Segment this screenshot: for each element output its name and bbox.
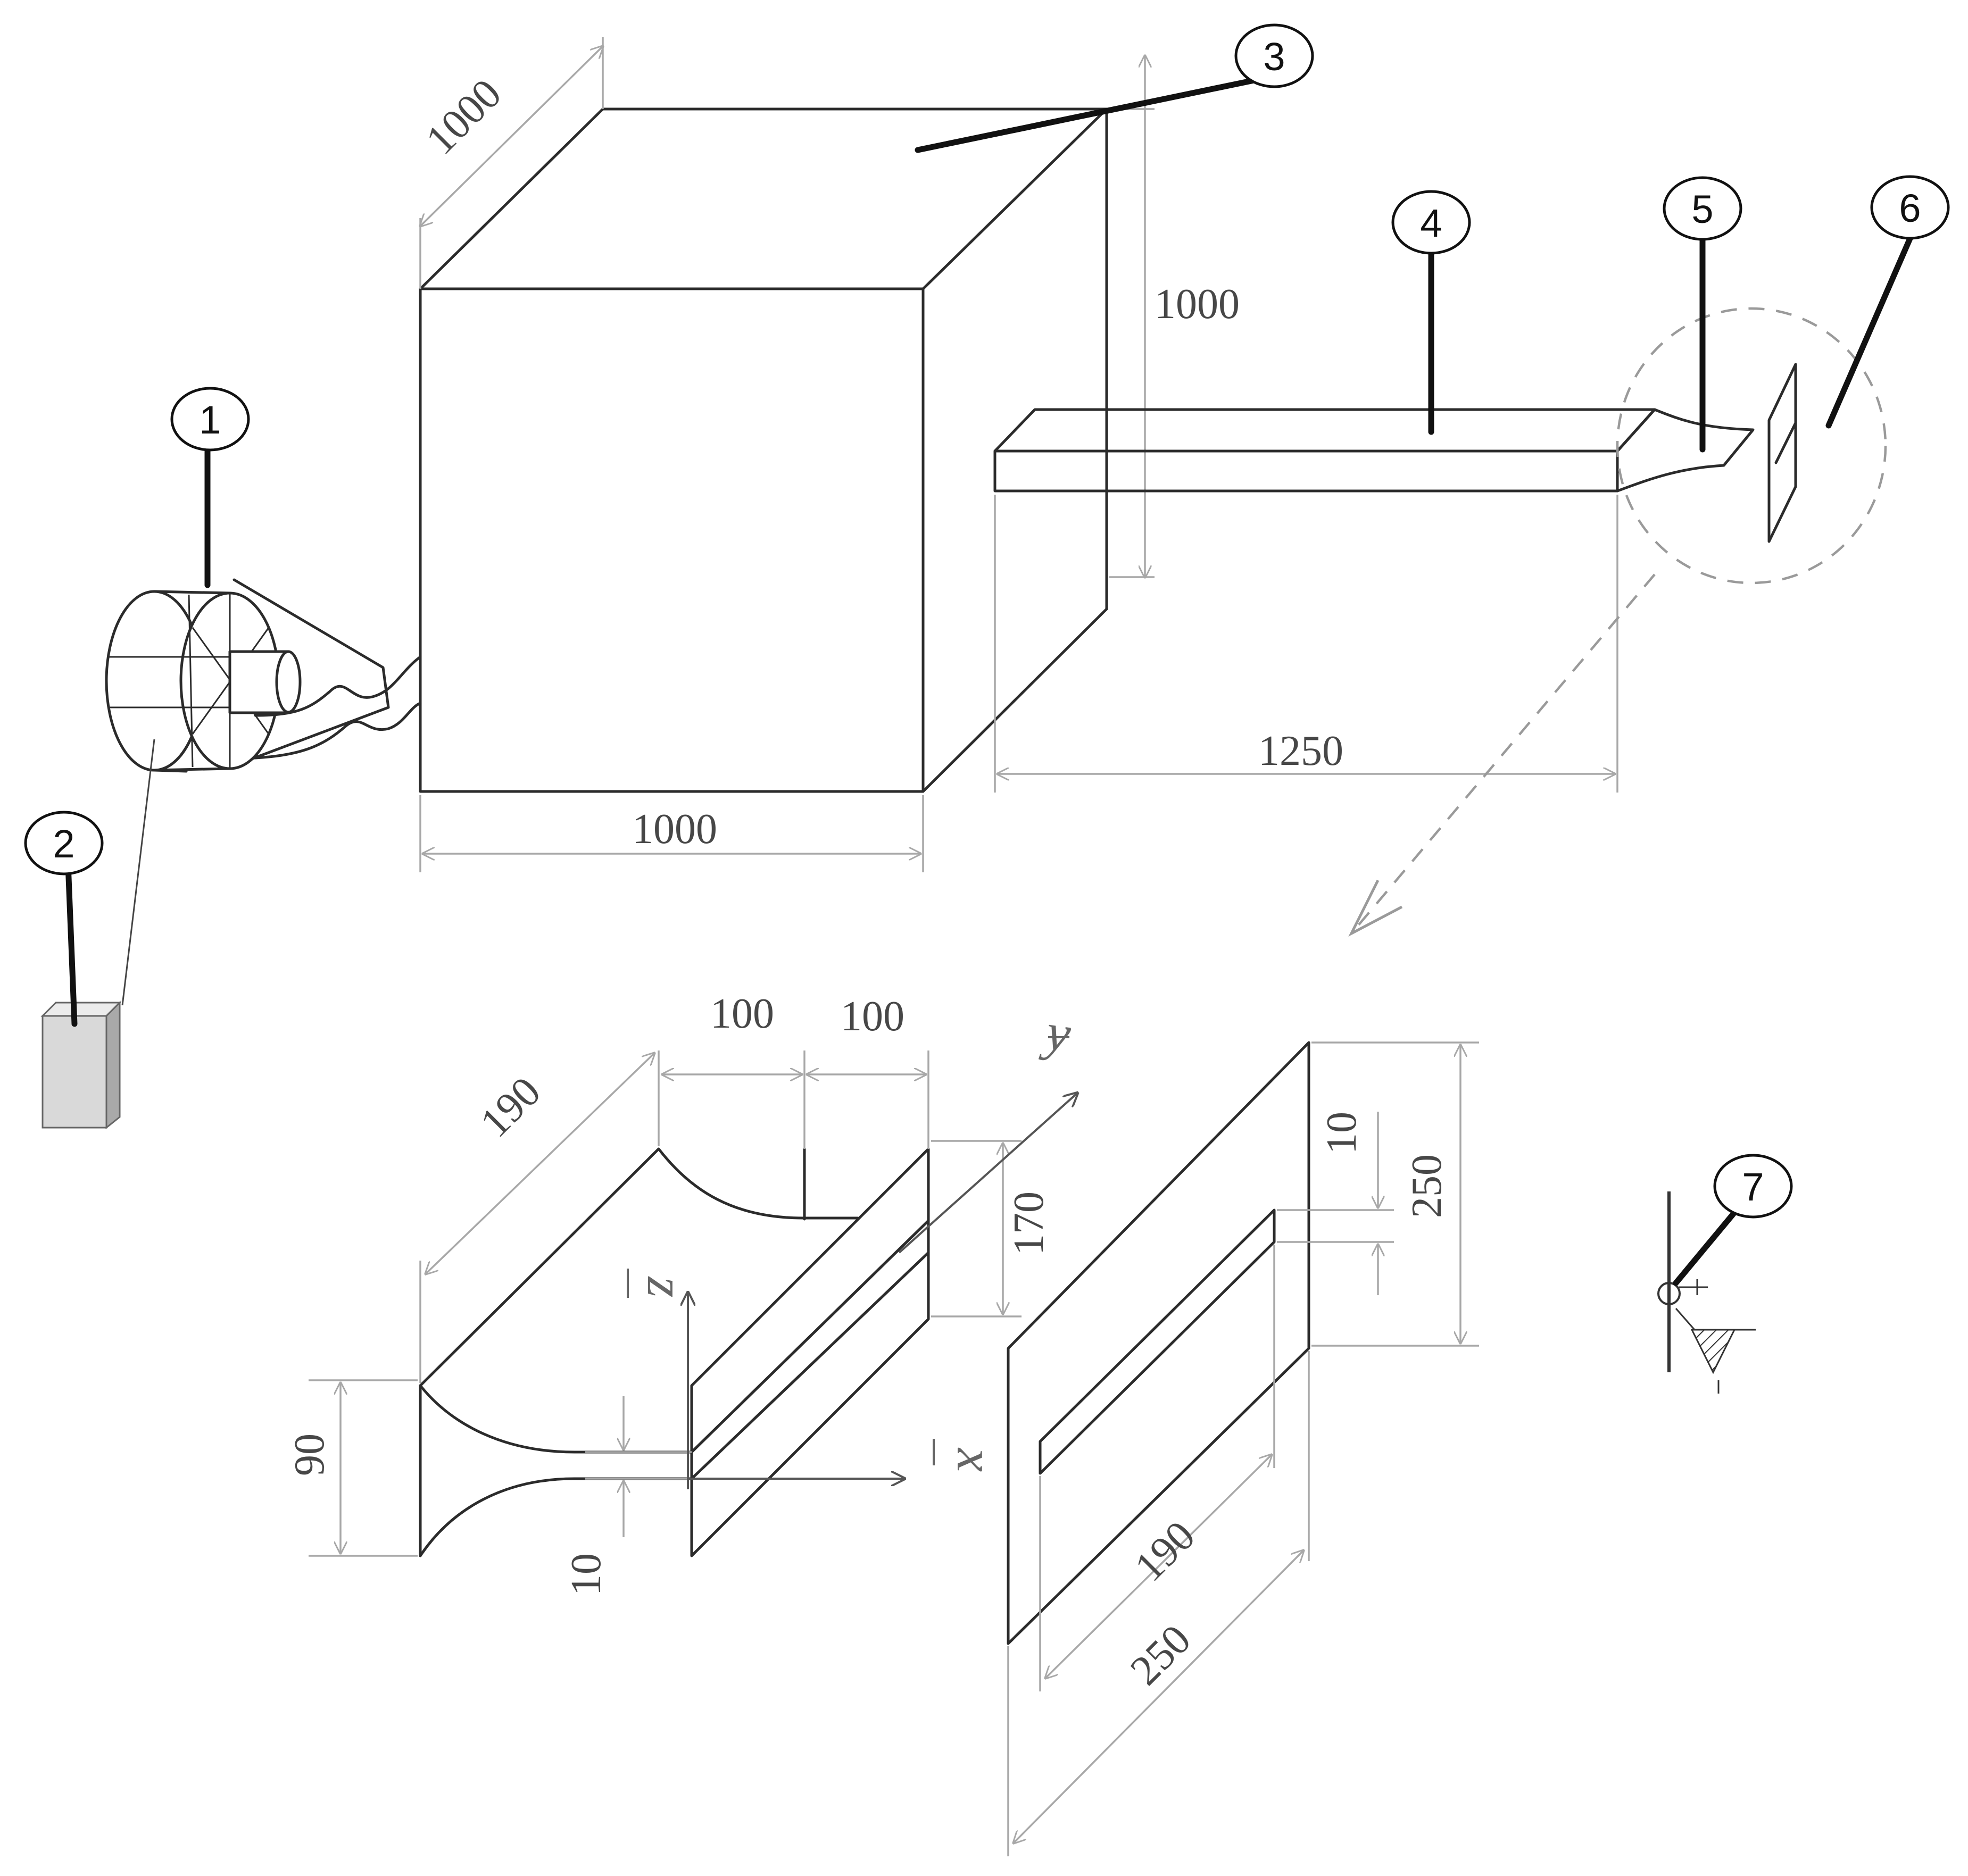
nozzle-detail-dimensions [309, 1050, 1022, 1557]
dim-nozzle-width-a: 100 [710, 990, 774, 1037]
dim-cube-depth: 1000 [417, 70, 510, 163]
detail-arrow [1350, 573, 1656, 935]
dim-cube-height: 1000 [1155, 281, 1240, 328]
plate-detail-dimensions [1007, 1041, 1479, 1856]
sensor-sketch [1657, 1191, 1756, 1394]
svg-text:1: 1 [199, 398, 221, 442]
dim-plate-slot-gap: 10 [1318, 1112, 1365, 1154]
callout-1: 1 [170, 387, 250, 452]
coordinate-axes [688, 1093, 1077, 1489]
dim-plate-length: 250 [1122, 1616, 1200, 1694]
svg-text:6: 6 [1899, 186, 1921, 230]
nozzle-detail [419, 1147, 930, 1557]
cube-dimensions [420, 37, 1155, 872]
dim-plate-slot-length: 190 [1126, 1512, 1204, 1590]
svg-text:7: 7 [1742, 1165, 1764, 1209]
callout-4: 4 [1391, 190, 1471, 255]
dim-nozzle-length: 190 [471, 1068, 550, 1146]
detail-circle [1616, 307, 1887, 585]
callout-leaders [65, 77, 1917, 1286]
nozzle [1616, 408, 1755, 493]
dim-nozzle-gap: 10 [563, 1553, 610, 1596]
svg-text:4: 4 [1420, 201, 1442, 245]
axis-label-z: z [636, 1276, 695, 1298]
axis-vector-marks [627, 1036, 1069, 1465]
fan-blower [105, 578, 390, 773]
dim-nozzle-outlet-height: 170 [1006, 1191, 1052, 1255]
dim-nozzle-inlet-height: 90 [286, 1433, 333, 1476]
dim-duct-length: 1250 [1258, 728, 1343, 774]
plate-detail [1007, 1041, 1310, 1645]
duct [993, 408, 1656, 493]
svg-text:3: 3 [1263, 35, 1285, 79]
dim-plate-height: 250 [1404, 1154, 1450, 1218]
dim-nozzle-width-b: 100 [841, 993, 904, 1040]
dim-cube-width: 1000 [632, 806, 717, 853]
svg-text:2: 2 [53, 822, 74, 866]
svg-text:5: 5 [1691, 187, 1713, 231]
duct-dimension [994, 495, 1618, 793]
target-plate [1767, 363, 1797, 543]
axis-label-x: x [946, 1447, 1005, 1472]
settling-chamber [419, 107, 1108, 793]
supply-hose [254, 655, 422, 760]
callout-2: 2 [24, 811, 104, 876]
callout-5: 5 [1663, 176, 1742, 241]
callout-3: 3 [1234, 23, 1314, 88]
axis-label-y: y [1038, 1002, 1075, 1064]
controller-box [40, 739, 155, 1130]
callout-6: 6 [1870, 175, 1950, 240]
callout-7: 7 [1713, 1154, 1793, 1219]
